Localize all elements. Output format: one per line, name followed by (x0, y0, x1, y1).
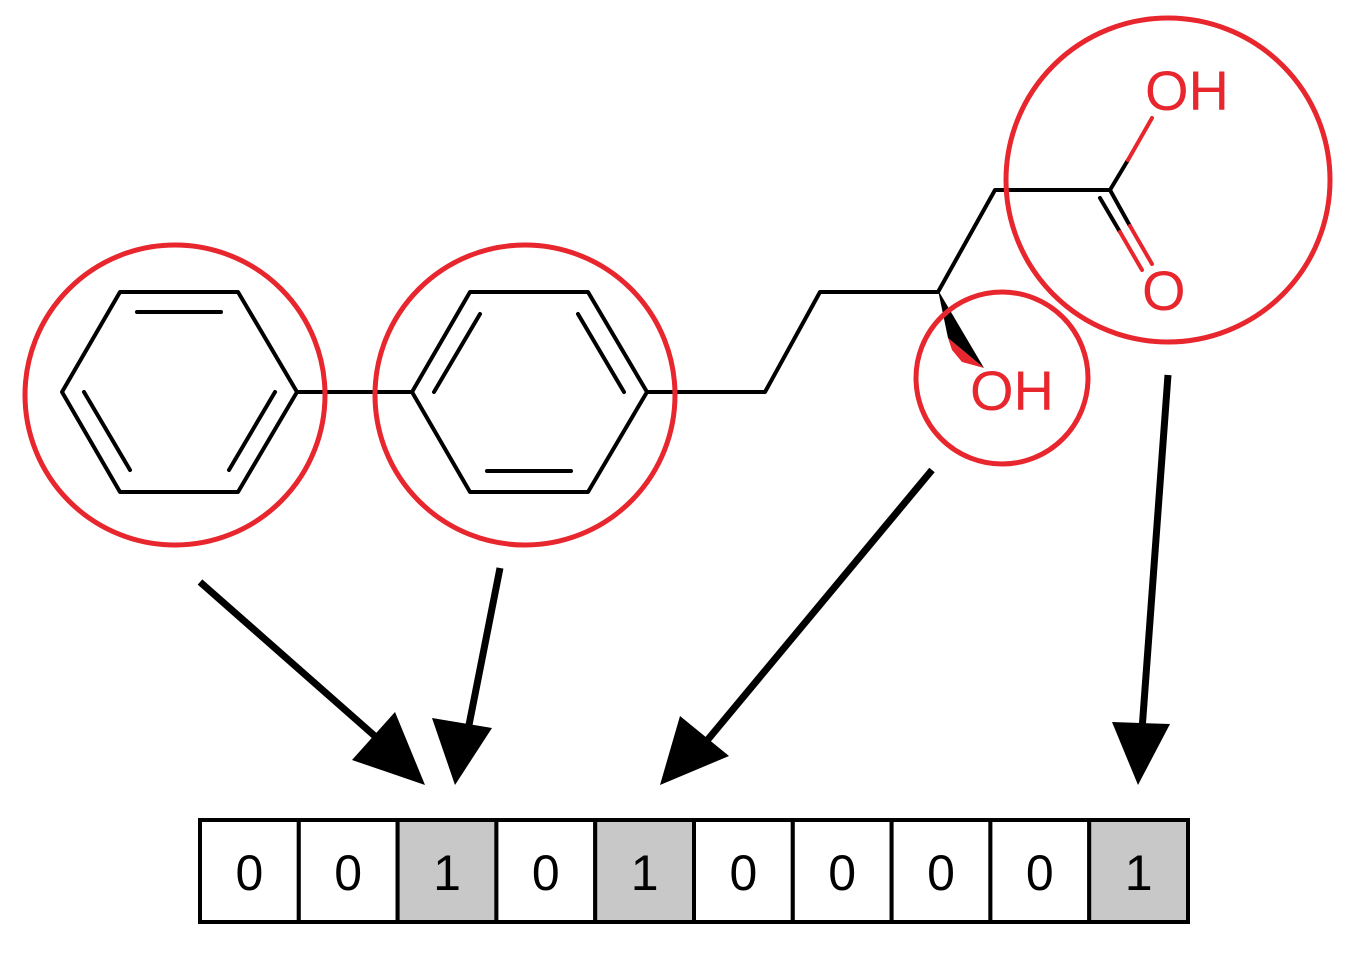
bit-value: 0 (828, 845, 856, 901)
bit-cell-7: 0 (889, 818, 993, 924)
bit-value: 0 (729, 845, 757, 901)
arrow-hydroxyl-to-bit (702, 467, 935, 746)
bit-cell-1: 0 (296, 818, 400, 924)
hydroxyl-group-highlight (913, 289, 1091, 467)
acid-oh-label: OH (1145, 59, 1229, 122)
phenyl-ring-1-bonds (60, 290, 299, 494)
bit-cell-2: 1 (395, 818, 499, 924)
bit-value: 0 (532, 845, 560, 901)
bit-value: 0 (1026, 845, 1054, 901)
arrow-acid-to-bit (1138, 374, 1172, 731)
bit-value: 1 (631, 845, 659, 901)
bit-cell-5: 0 (692, 818, 795, 924)
phenyl-ring-2-bonds (410, 290, 649, 494)
arrow-ring2-to-bit (464, 567, 504, 731)
acid-c-o-double-bond-b (1098, 196, 1122, 234)
bit-value: 0 (927, 845, 955, 901)
carboxylic-acid-group-highlight (1003, 15, 1333, 345)
arrow-hydroxyl-head (660, 716, 729, 785)
bit-cell-box (1087, 818, 1190, 924)
molecule-structure: OH O OH (60, 59, 1229, 494)
bit-value: 0 (235, 845, 263, 901)
acid-c-oh-bond-red (1126, 116, 1154, 162)
phenyl-ring-2-highlight (372, 242, 678, 548)
bit-cell-4: 1 (593, 818, 697, 924)
arrow-ring1-to-bit (197, 579, 388, 748)
phenyl-ring-1-double-bonds (82, 310, 277, 472)
bit-cell-box (198, 818, 301, 924)
stereo-wedge-bond-tip (948, 338, 984, 368)
acid-c-o-double-bond-a (1108, 188, 1132, 228)
bit-value: 0 (334, 845, 362, 901)
acid-c-oh-bond (1108, 158, 1130, 192)
bit-cell-3: 0 (494, 818, 598, 924)
bit-cell-9: 1 (1087, 818, 1190, 924)
arrow-ring1-head (352, 712, 425, 785)
bit-cell-8: 0 (988, 818, 1092, 924)
mapping-arrows (197, 374, 1172, 785)
bit-cell-0: 0 (198, 818, 301, 924)
substructure-highlights (22, 15, 1333, 548)
bit-cell-box (988, 818, 1092, 924)
hydroxyl-oh-label: OH (970, 359, 1054, 422)
bit-cell-box (790, 818, 894, 924)
phenyl-ring-1-highlight (22, 242, 328, 548)
acid-o-label: O (1142, 259, 1186, 322)
acid-c-o-double-bond-a-red (1128, 224, 1154, 266)
bit-value: 1 (433, 845, 461, 901)
acid-c-o-double-bond-b-red (1118, 230, 1144, 272)
phenyl-ring-2-double-bonds (432, 312, 626, 473)
alkyl-chain (645, 188, 1112, 394)
arrow-acid-head (1112, 722, 1170, 785)
bit-value: 1 (1125, 845, 1153, 901)
bit-cell-6: 0 (790, 818, 894, 924)
bit-cell-box (395, 818, 499, 924)
fingerprint-bit-vector: 0 0 1 0 1 0 0 0 0 1 (198, 818, 1190, 924)
bit-cell-box (889, 818, 993, 924)
arrow-ring2-head (432, 718, 492, 785)
